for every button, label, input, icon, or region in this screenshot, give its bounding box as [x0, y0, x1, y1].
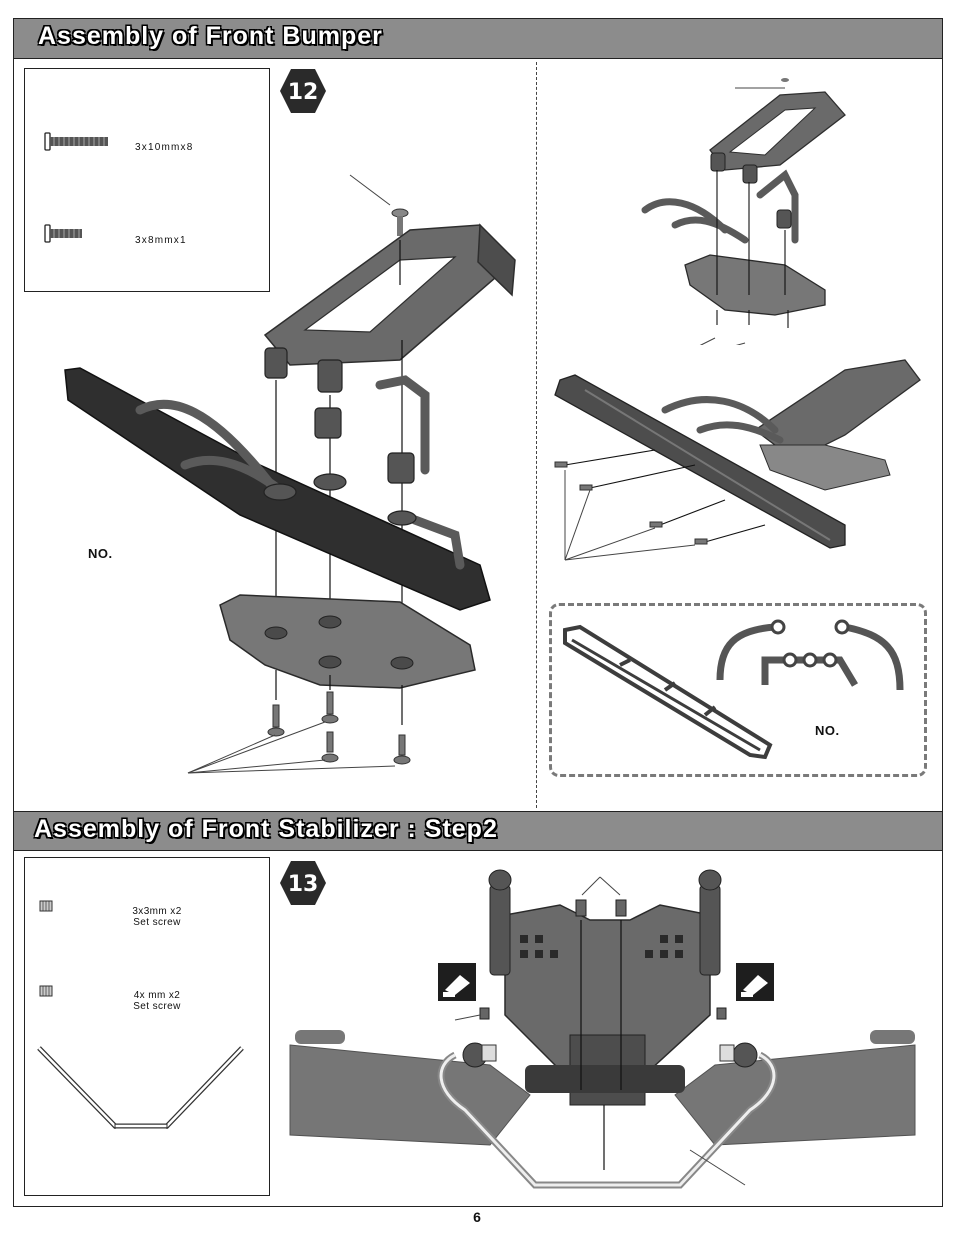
step-badge-12: 12 — [279, 68, 327, 114]
page-number: 6 — [0, 1209, 954, 1225]
section-title: Assembly of Front Bumper — [38, 22, 383, 51]
no-label: NO. — [88, 546, 113, 561]
bumper-tube-callout-diagram — [560, 615, 915, 765]
section-title: Assembly of Front Stabilizer : Step2 — [34, 815, 498, 844]
long-screw-icon — [45, 132, 115, 152]
set-screw-icon — [39, 900, 55, 914]
front-bumper-exploded-diagram — [60, 170, 530, 790]
set-screw-icon — [39, 985, 55, 999]
screw-icon — [392, 209, 408, 236]
section-header-front-bumper: Assembly of Front Bumper — [14, 19, 942, 59]
stabilizer-bar-icon — [37, 1043, 257, 1133]
thread-lock-icon — [438, 963, 476, 1001]
section-header-front-stabilizer: Assembly of Front Stabilizer : Step2 — [14, 811, 942, 851]
no-label: NO. — [815, 723, 840, 738]
bumper-mount-detail-diagram — [545, 70, 940, 570]
front-stabilizer-diagram — [290, 865, 915, 1195]
thread-lock-icon — [736, 963, 774, 1001]
step-number: 12 — [288, 80, 319, 105]
part-label: 3x10mmx8 — [135, 142, 194, 153]
vertical-divider — [536, 62, 537, 808]
